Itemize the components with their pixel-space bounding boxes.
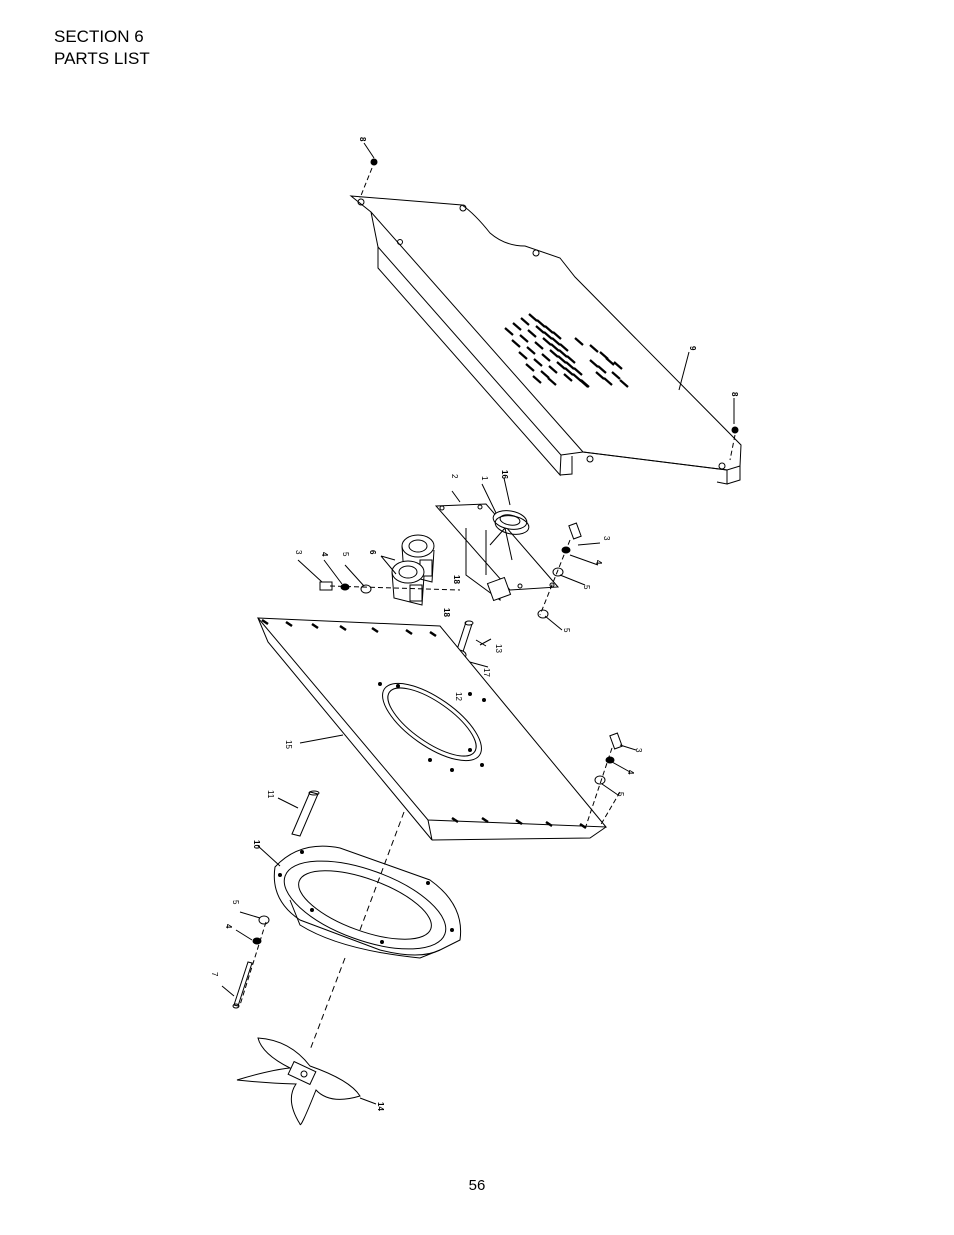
callout-8-top: 8: [358, 137, 367, 142]
callout-9: 9: [688, 346, 697, 351]
ring-hardware: [221, 911, 270, 1009]
vent-grille: [504, 313, 629, 388]
callout-8-right: 8: [730, 392, 739, 397]
callout-17: 17: [482, 668, 491, 677]
callout-7: 7: [210, 972, 219, 977]
section-label: SECTION 6: [54, 27, 144, 46]
callout-5-right: 5: [582, 585, 591, 590]
callout-3-right: 3: [602, 536, 611, 541]
bearing-lower: [391, 560, 425, 606]
cover-screw-right: [678, 351, 739, 461]
callout-5-ring: 5: [231, 900, 240, 905]
callout-4-low: 4: [626, 770, 635, 775]
cover-screw-top: [359, 142, 378, 199]
callout-4-left: 4: [320, 552, 329, 557]
callout-6: 6: [368, 550, 377, 555]
callout-3-low: 3: [634, 748, 643, 753]
bearing-upper: [401, 534, 435, 583]
callout-15: 15: [284, 740, 293, 749]
callout-18-a: 18: [452, 575, 461, 584]
section-header: SECTION 6 PARTS LIST: [54, 26, 150, 70]
callout-1: 1: [480, 476, 489, 481]
callout-12: 12: [454, 692, 463, 701]
motor-bracket: [434, 477, 560, 602]
callout-16: 16: [500, 470, 509, 479]
spacer-rod: [277, 790, 320, 837]
section-title: PARTS LIST: [54, 49, 150, 68]
hardware-stack-left: [297, 559, 461, 594]
callout-5-low: 5: [616, 792, 625, 797]
callout-13: 13: [494, 644, 503, 653]
callout-18-b: 18: [442, 608, 451, 617]
callout-2: 2: [450, 474, 459, 479]
pulley: [492, 510, 530, 535]
callout-14: 14: [376, 1102, 385, 1111]
hardware-stack-lower: [585, 732, 637, 827]
callout-11: 11: [266, 790, 275, 799]
page-number: 56: [468, 1177, 486, 1194]
callout-4-ring: 4: [224, 924, 233, 929]
callout-5-mid: 5: [562, 628, 571, 633]
callout-5-left: 5: [341, 552, 350, 557]
callout-4-right: 4: [594, 560, 603, 565]
fan-blade: [236, 1037, 377, 1126]
hardware-stack-right: [537, 522, 601, 631]
callout-3-left: 3: [294, 550, 303, 555]
base-plate: [256, 617, 608, 841]
callout-10: 10: [252, 840, 261, 849]
venturi-ring: [257, 791, 621, 1051]
